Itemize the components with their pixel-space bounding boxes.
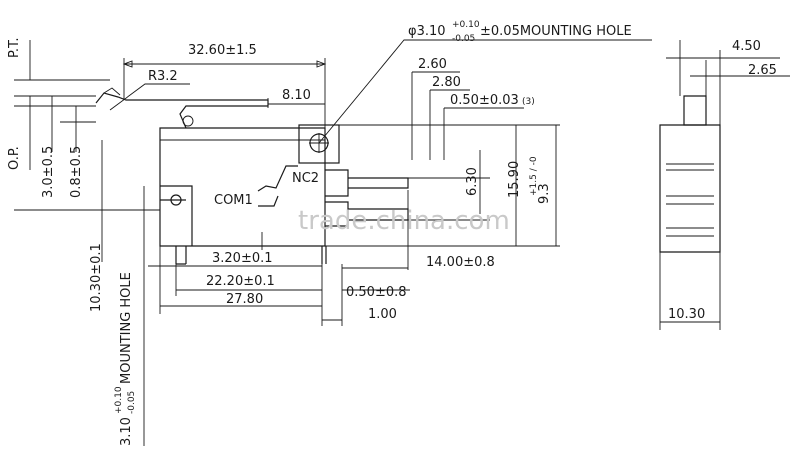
dim-0-50-bottom: 0.50±0.8 [346,285,407,300]
dim-14-00: 14.00±0.8 [426,255,495,270]
dim-8-10: 8.10 [282,88,311,103]
switch-side-view [95,87,409,265]
dim-9-3: 9.3 [537,183,552,204]
radius-label: R3.2 [148,69,178,84]
dim-1-00: 1.00 [368,307,397,322]
dim-0-8: 0.8±0.5 [69,146,84,198]
switch-end-view [659,40,790,330]
dim-3-20: 3.20±0.1 [212,251,273,266]
pt-label: P.T. [7,38,22,58]
com-terminal-label: COM1 [214,193,253,208]
svg-text:-0.05: -0.05 [452,34,475,44]
dim-2-60: 2.60 [418,57,447,72]
left-dimension-lines [14,39,652,446]
op-label: O.P. [7,146,22,170]
svg-text:+1.5 / -0: +1.5 / -0 [529,156,539,196]
dim-6-30: 6.30 [465,167,480,196]
svg-text:+0.10: +0.10 [114,386,124,414]
dim-4-50: 4.50 [732,39,761,54]
dim-27-80: 27.80 [226,292,263,307]
mount-hole-top-label: φ3.10 [408,24,446,39]
dim-10-30-horizontal: 10.30 [668,307,705,322]
dim-32-60: 32.60±1.5 [188,43,257,58]
dim-22-20: 22.20±0.1 [206,274,275,289]
watermark: trade.china.com [298,206,510,236]
dim-0-50-top: 0.50±0.03 [450,93,519,108]
dim-2-65: 2.65 [748,63,777,78]
svg-text:-0.05: -0.05 [127,391,137,414]
mount-hole-left-label: 3.10 [119,417,134,446]
nc-terminal-label: NC2 [292,171,319,186]
dim-3-0: 3.0±0.5 [41,146,56,198]
dim-10-30-vertical: 10.30±0.1 [89,243,104,312]
svg-text:±0.05MOUNTING HOLE: ±0.05MOUNTING HOLE [480,24,632,39]
dim-15-90: 15.90 [507,161,522,198]
svg-text:(3): (3) [522,97,535,107]
svg-text:+0.10: +0.10 [452,20,480,30]
dim-2-80: 2.80 [432,75,461,90]
svg-text:MOUNTING HOLE: MOUNTING HOLE [119,272,134,384]
